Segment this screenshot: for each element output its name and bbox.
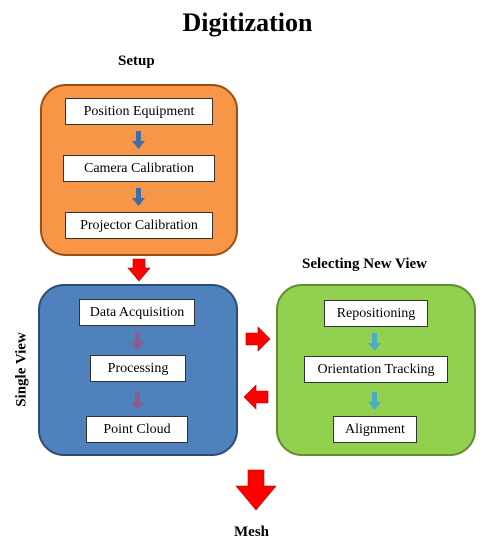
new-down-arrow-1: [368, 333, 381, 351]
setup-down-arrow-2: [132, 188, 145, 206]
setup-to-single-arrow: [127, 258, 151, 282]
mesh-label: Mesh: [234, 524, 269, 540]
position-equipment-box: Position Equipment: [65, 98, 213, 125]
data-acquisition-box: Data Acquisition: [79, 299, 195, 326]
to-new-view-arrow: [245, 326, 271, 352]
new-down-arrow-2: [368, 392, 381, 410]
new-view-heading: Selecting New View: [302, 256, 427, 272]
to-mesh-arrow: [235, 469, 277, 511]
diagram-title: Digitization: [182, 8, 313, 37]
camera-calibration-box: Camera Calibration: [63, 155, 215, 182]
repositioning-box: Repositioning: [324, 300, 428, 327]
orientation-tracking-box: Orientation Tracking: [304, 356, 448, 383]
alignment-box: Alignment: [333, 416, 417, 443]
projector-calibration-box: Projector Calibration: [65, 212, 213, 239]
single-down-arrow-2: [131, 392, 144, 410]
processing-box: Processing: [90, 355, 186, 382]
setup-heading: Setup: [118, 53, 155, 69]
point-cloud-box: Point Cloud: [86, 416, 188, 443]
setup-down-arrow-1: [132, 131, 145, 149]
single-down-arrow-1: [131, 332, 144, 350]
back-to-single-arrow: [243, 384, 269, 410]
